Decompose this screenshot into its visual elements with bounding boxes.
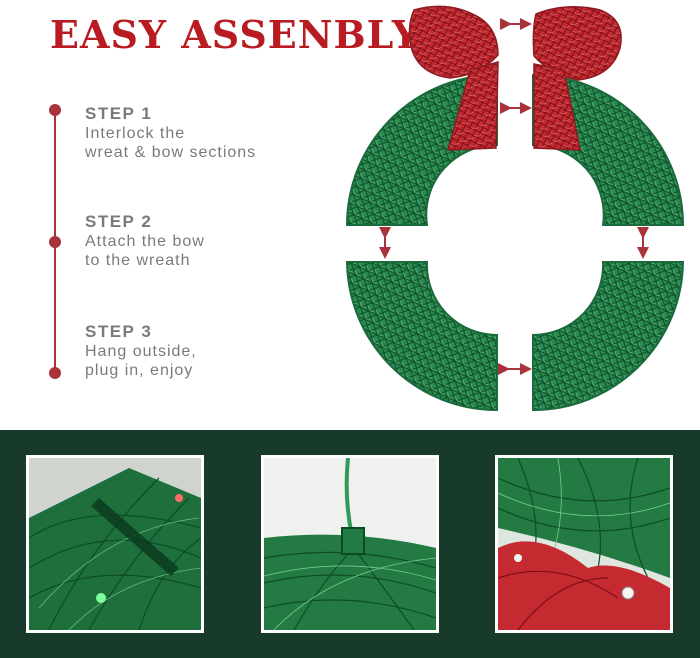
photo-bow-lights — [495, 455, 673, 633]
step-2-title: STEP 2 — [85, 212, 153, 231]
timeline-dot-step-3 — [49, 367, 61, 379]
timeline-dot-step-1 — [49, 104, 61, 116]
step-1-line-2: wreat & bow sections — [85, 144, 257, 161]
step-3-line-1: Hang outside, — [85, 343, 197, 360]
step-2-line-2: to the wreath — [85, 252, 191, 269]
step-3-title: STEP 3 — [85, 322, 153, 341]
page-title: EASY ASSENBLY — [50, 12, 421, 57]
step-3: STEP 3 Hang outside, plug in, enjoy — [85, 322, 197, 380]
step-3-line-2: plug in, enjoy — [85, 362, 194, 379]
assembly-arrows — [379, 18, 649, 375]
step-1-title: STEP 1 — [85, 104, 153, 123]
step-1-line-1: Interlock the — [85, 125, 186, 142]
wreath-assembly-diagram — [330, 0, 700, 420]
wreath-section-lower-left — [345, 261, 498, 412]
wreath-section-lower-right — [532, 261, 685, 412]
bow-section-left — [408, 5, 499, 151]
step-2: STEP 2 Attach the bow to the wreath — [85, 212, 205, 270]
photo-section-joint — [26, 455, 204, 633]
step-1: STEP 1 Interlock the wreat & bow section… — [85, 104, 256, 162]
timeline-dot-step-2 — [49, 236, 61, 248]
photo-cable-tie — [261, 455, 439, 633]
bow-section-right — [532, 6, 622, 151]
step-2-line-1: Attach the bow — [85, 233, 205, 250]
